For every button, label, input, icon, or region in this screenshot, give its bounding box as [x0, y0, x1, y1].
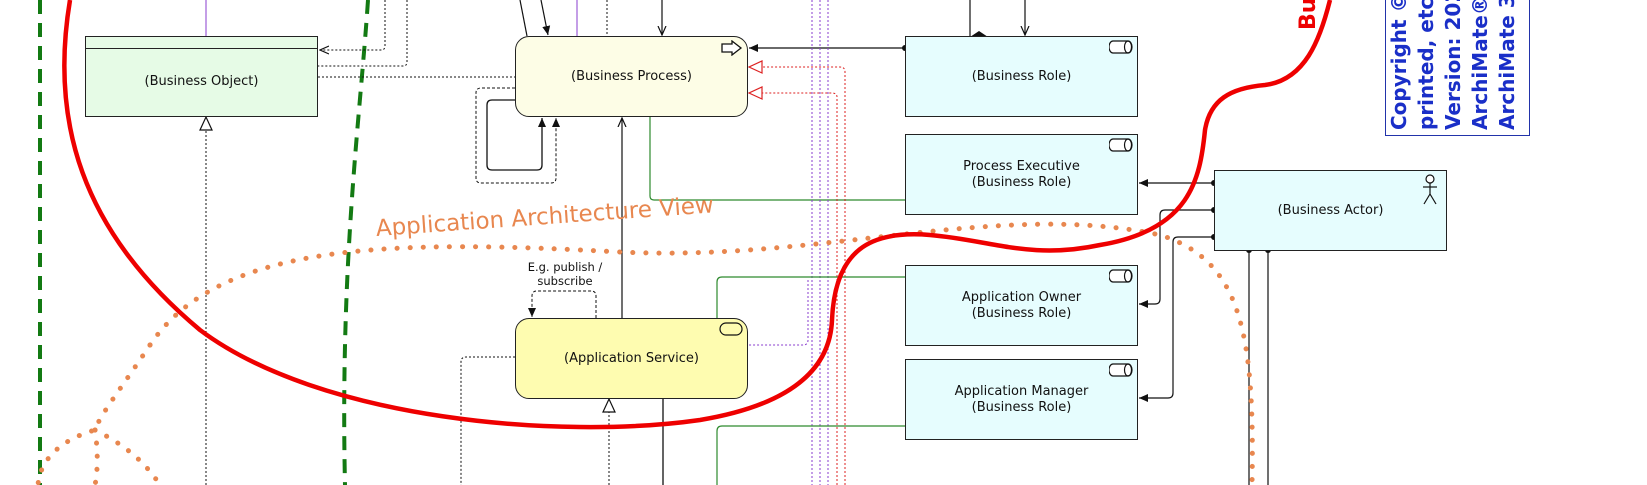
- business-actor-node[interactable]: (Business Actor): [1214, 170, 1447, 251]
- view-boundary-application: [92, 427, 163, 485]
- connector: [320, 0, 386, 50]
- business-object-node[interactable]: (Business Object): [85, 36, 318, 117]
- copyright-line: ArchiMate® is: [1468, 0, 1492, 130]
- connector: [747, 86, 838, 485]
- application-owner-node[interactable]: Application Owner (Business Role): [905, 265, 1138, 346]
- connector: [1139, 234, 1217, 402]
- connector: [528, 290, 597, 318]
- node-label: (Application Service): [564, 350, 699, 366]
- business-object-header: [86, 37, 317, 49]
- role-icon: [1109, 363, 1133, 377]
- business-process-node[interactable]: (Business Process): [515, 36, 748, 117]
- role-icon: [1109, 138, 1133, 152]
- connector: [318, 0, 408, 67]
- node-label: Application Owner (Business Role): [961, 289, 1082, 321]
- actor-stick-figure-icon: [1423, 174, 1437, 205]
- connector: [519, 0, 528, 37]
- process-executive-node[interactable]: Process Executive (Business Role): [905, 134, 1138, 215]
- node-label: Application Manager (Business Role): [954, 383, 1089, 415]
- view-boundary-application: [35, 342, 153, 485]
- node-label: (Business Process): [571, 68, 692, 84]
- business-view-label: Bu: [1296, 0, 1321, 30]
- business-role-node[interactable]: (Business Role): [905, 36, 1138, 117]
- view-boundary-application: [92, 427, 100, 485]
- node-label: (Business Actor): [1277, 202, 1384, 218]
- role-icon: [1109, 269, 1133, 283]
- connector: [747, 60, 846, 485]
- copyright-box: Copyright © 2 printed, etc. Version: 202…: [1385, 0, 1530, 136]
- pubsub-note: E.g. publish / subscribe: [527, 260, 603, 288]
- connector: [716, 425, 905, 485]
- application-manager-node[interactable]: Application Manager (Business Role): [905, 359, 1138, 440]
- application-service-node[interactable]: (Application Service): [515, 318, 748, 399]
- service-icon: [719, 322, 743, 336]
- connector: [649, 116, 905, 201]
- node-label: (Business Role): [971, 68, 1072, 84]
- role-icon: [1109, 40, 1133, 54]
- connector: [716, 276, 905, 318]
- process-arrow-icon: [721, 40, 743, 56]
- copyright-line: Version: 202: [1441, 0, 1465, 130]
- connector: [486, 99, 546, 171]
- view-boundary-business: [62, 0, 1333, 430]
- node-label: Process Executive (Business Role): [963, 158, 1080, 190]
- view-boundary-application: [147, 221, 1255, 485]
- view-boundary-green-mid: [342, 0, 370, 485]
- connector: [475, 87, 560, 184]
- node-label: (Business Object): [144, 73, 259, 89]
- connector: [749, 280, 809, 346]
- copyright-line: Copyright © 2: [1387, 0, 1411, 130]
- copyright-line: ArchiMate 3.1: [1495, 0, 1519, 130]
- connector: [460, 356, 515, 485]
- connector: [540, 0, 551, 36]
- copyright-line: printed, etc.: [1414, 0, 1438, 130]
